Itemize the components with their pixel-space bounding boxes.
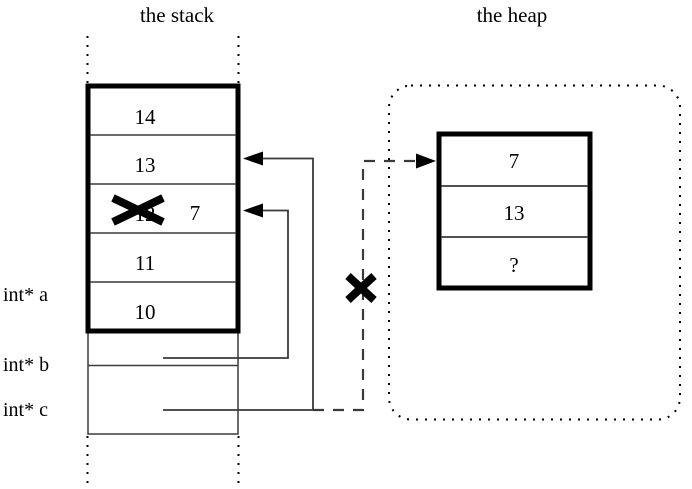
pointer-b-arrowhead [243, 203, 263, 218]
variable-label-b: int* b [3, 354, 49, 376]
stack-value-box [85, 83, 241, 334]
pointer-c-to-heap-dashed [313, 153, 436, 412]
stack-cell-value-0: 14 [135, 105, 157, 129]
heap-cell-value-1: 13 [504, 201, 525, 225]
stack-cell-value-1: 13 [135, 153, 156, 177]
heap-boundary [388, 84, 681, 421]
stack-cell-value-2-new: 7 [190, 201, 201, 225]
heap-block-box [436, 131, 593, 291]
pointer-b-to-stack-cell [163, 203, 289, 359]
pointer-c-heap-arrowhead [416, 153, 436, 169]
variable-label-c: int* c [3, 399, 48, 421]
stack-title: the stack [140, 3, 215, 27]
stack-cell-value-3: 11 [135, 251, 155, 275]
variable-label-a: int* a [3, 284, 48, 306]
heap-cell-value-0: 7 [509, 149, 520, 173]
heap-pointer-strike-icon [345, 273, 377, 303]
pointer-c-to-stack-cell [163, 151, 314, 411]
heap-cell-value-2: ? [509, 253, 518, 277]
stack-pointer-cells-box [87, 330, 239, 435]
pointer-c-arrowhead [243, 151, 263, 166]
stack-value-strike-icon [111, 194, 165, 226]
stack-cell-value-4: 10 [135, 300, 156, 324]
heap-title: the heap [477, 3, 548, 27]
